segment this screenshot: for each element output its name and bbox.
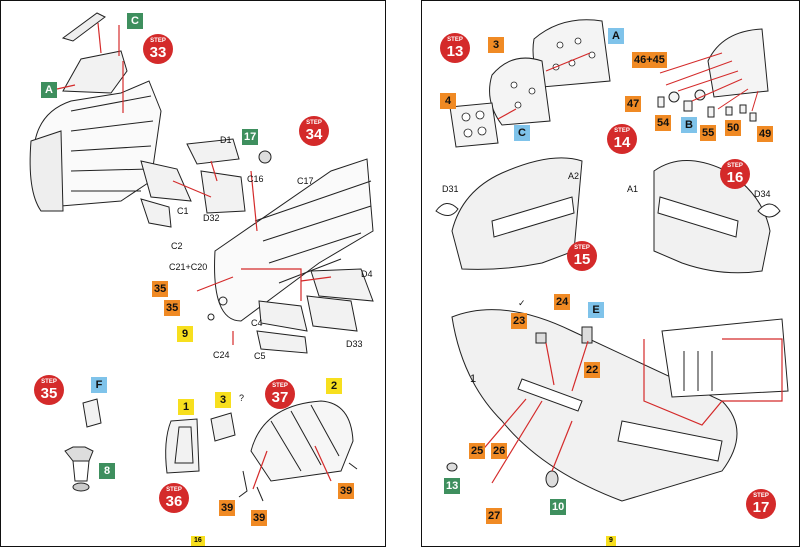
part-tag-17: 17 — [242, 129, 259, 145]
label-d1: D1 — [220, 135, 232, 145]
step-word: STEP — [727, 163, 743, 169]
step-number: 14 — [613, 134, 631, 151]
part-tag-4: 4 — [440, 93, 456, 109]
left-page-drawing — [29, 12, 374, 502]
part-tag-1: 1 — [178, 399, 194, 415]
step-word: STEP — [447, 37, 463, 43]
label-c21-c20: C21+C20 — [169, 262, 208, 272]
label-a2: A2 — [568, 171, 580, 181]
page-number: 9 — [606, 536, 616, 546]
label-c16: C16 — [247, 174, 264, 184]
part-tag-49: 49 — [757, 126, 774, 142]
step-word: STEP — [614, 128, 630, 134]
step-word: STEP — [272, 383, 288, 389]
paint-code-c: C — [127, 13, 143, 29]
part-tag-26: 26 — [491, 443, 508, 459]
step-word: STEP — [574, 245, 590, 251]
step-number: 36 — [165, 493, 183, 510]
page-number: 16 — [191, 536, 205, 546]
label-a1: A1 — [627, 184, 639, 194]
part-tag-46-45: 46+45 — [632, 52, 667, 68]
part-tag-22: 22 — [584, 362, 601, 378]
label-c24: C24 — [213, 350, 230, 360]
label-c5: C5 — [254, 351, 266, 361]
part-tag-24: 24 — [554, 294, 571, 310]
part-tag-25: 25 — [469, 443, 486, 459]
step-number: 15 — [573, 251, 591, 268]
part-tag-50: 50 — [725, 120, 742, 136]
step-number: 17 — [752, 499, 770, 516]
label-d34: D34 — [754, 189, 771, 199]
paint-code-b: B — [681, 117, 697, 133]
label-d33: D33 — [346, 339, 363, 349]
part-tag-35-b: 35 — [164, 300, 181, 316]
label-d31: D31 — [442, 184, 459, 194]
step-number: 16 — [726, 169, 744, 186]
part-tag-10: 10 — [550, 499, 567, 515]
part-tag-9: 9 — [177, 326, 193, 342]
label-c1: C1 — [177, 206, 189, 216]
paint-code-e: E — [588, 302, 604, 318]
part-tag-39-b: 39 — [251, 510, 268, 526]
right-page-drawing — [435, 19, 789, 502]
step-number: 35 — [40, 385, 58, 402]
label-c4: C4 — [251, 318, 263, 328]
step-word: STEP — [150, 38, 166, 44]
part-tag-39-c: 39 — [338, 483, 355, 499]
check-icon: ✓ — [518, 298, 526, 308]
step-number: 34 — [305, 126, 323, 143]
part-tag-47: 47 — [625, 96, 642, 112]
paint-code-c: C — [514, 125, 530, 141]
label-d4: D4 — [361, 269, 373, 279]
step-number: 33 — [149, 44, 167, 61]
part-tag-2: 2 — [326, 378, 342, 394]
step-number: 13 — [446, 43, 464, 60]
step-word: STEP — [41, 379, 57, 385]
step-word: STEP — [753, 493, 769, 499]
step-word: STEP — [166, 487, 182, 493]
part-tag-3: 3 — [215, 392, 231, 408]
paint-code-f: F — [91, 377, 107, 393]
label-c2: C2 — [171, 241, 183, 251]
paint-code-a: A — [608, 28, 624, 44]
part-tag-13: 13 — [444, 478, 461, 494]
part-tag-39-a: 39 — [219, 500, 236, 516]
part-tag-27: 27 — [486, 508, 503, 524]
step-word: STEP — [306, 120, 322, 126]
part-tag-54: 54 — [655, 115, 672, 131]
part-tag-3: 3 — [488, 37, 504, 53]
part-tag-35-a: 35 — [152, 281, 169, 297]
label-c17: C17 — [297, 176, 314, 186]
paint-code-a: A — [41, 82, 57, 98]
question-mark: ? — [239, 393, 245, 403]
step-number: 37 — [271, 389, 289, 406]
label-d32: D32 — [203, 213, 220, 223]
part-tag-23: 23 — [511, 313, 528, 329]
part-tag-8: 8 — [99, 463, 115, 479]
part-tag-55: 55 — [700, 125, 717, 141]
label-1: 1 — [470, 373, 477, 385]
